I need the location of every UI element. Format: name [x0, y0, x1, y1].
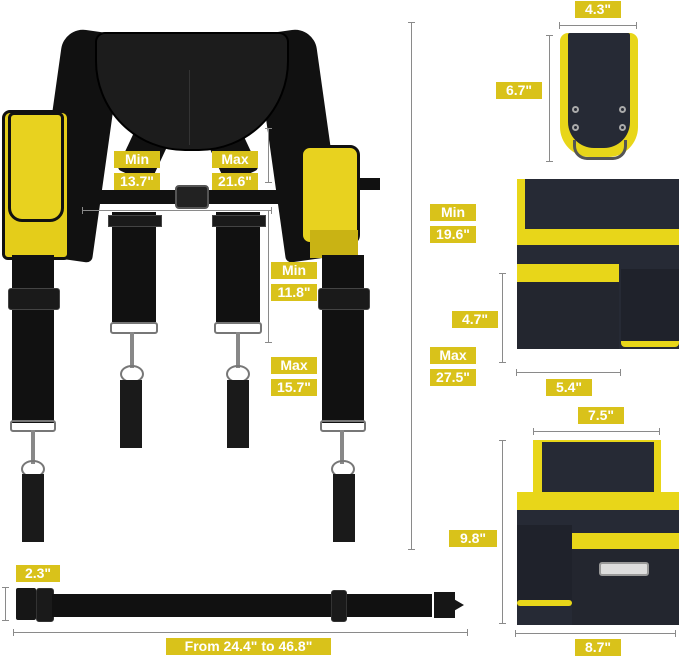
small-pouch-front-band	[517, 264, 619, 282]
side-strap-left-slider	[8, 288, 60, 310]
small-pouch-width-line	[516, 369, 621, 376]
side-strap-left	[12, 255, 54, 423]
loop-tab-2	[227, 380, 249, 448]
chest-width-line	[82, 207, 272, 214]
clip-hook-3	[31, 430, 35, 464]
chest-min-value: 13.7"	[114, 173, 160, 190]
small-pouch-pen-pocket	[621, 269, 679, 347]
clip-hook-4	[340, 430, 344, 464]
large-pouch-height-label: 9.8"	[449, 530, 497, 547]
belt-keeper-right	[331, 590, 347, 622]
belt-height-label: 2.3"	[16, 565, 60, 582]
suspender-illustration	[0, 0, 380, 560]
large-pouch-top-width-line	[533, 428, 660, 435]
hammer-loop	[573, 140, 627, 160]
belt-buckle-female	[16, 588, 36, 620]
length-min-label: Min	[271, 262, 317, 279]
large-pouch-magnet-clip	[599, 562, 649, 576]
strap-length-line-lower	[265, 210, 272, 343]
chest-min-label: Min	[114, 151, 160, 168]
length-min-value: 11.8"	[271, 284, 317, 301]
right-pocket-base	[310, 230, 358, 258]
chest-max-label: Max	[212, 151, 258, 168]
total-min-value: 19.6"	[430, 226, 476, 243]
loop-tab-3	[22, 474, 44, 542]
left-pocket-flap	[8, 112, 64, 222]
hammer-holder-rivet-2	[619, 106, 626, 113]
length-max-value: 15.7"	[271, 379, 317, 396]
small-pouch-top-band	[517, 229, 679, 245]
large-pouch-height-line	[499, 440, 506, 624]
large-pouch-front-band	[572, 533, 679, 549]
belt-length-label: From 24.4" to 46.8"	[166, 638, 331, 655]
front-strap-left	[112, 212, 156, 322]
hammer-holder-height-label: 6.7"	[496, 82, 542, 99]
side-strap-right-slider	[318, 288, 370, 310]
total-max-label: Max	[430, 347, 476, 364]
large-pouch-pen-trim	[517, 600, 572, 606]
right-pocket	[300, 145, 360, 245]
hammer-holder-rivet-4	[619, 124, 626, 131]
belt-length-line	[13, 629, 468, 636]
side-strap-right	[322, 255, 364, 423]
hammer-holder-width-label: 4.3"	[575, 1, 621, 18]
large-pouch-top-band	[517, 492, 679, 510]
large-pouch-bottom-width-line	[515, 630, 676, 637]
length-max-label: Max	[271, 357, 317, 374]
clip-hook-1	[130, 332, 134, 368]
mesh-pad	[95, 32, 289, 151]
large-pouch-top-width-label: 7.5"	[578, 407, 624, 424]
large-pouch-front	[572, 549, 679, 625]
belt	[16, 588, 468, 622]
hammer-holder-rivet-3	[572, 124, 579, 131]
clip-hook-2	[236, 332, 240, 368]
chest-strap-right-end	[358, 178, 380, 190]
belt-buckle-male	[434, 592, 464, 618]
mesh-seam	[189, 70, 190, 145]
belt-height-line	[2, 587, 9, 621]
small-pouch-height-label: 4.7"	[452, 311, 498, 328]
total-min-label: Min	[430, 204, 476, 221]
large-pouch	[517, 440, 679, 625]
total-height-line	[408, 22, 415, 550]
front-strap-right-slider	[212, 215, 266, 227]
small-pouch-width-label: 5.4"	[546, 379, 592, 396]
small-pouch-back-panel	[525, 179, 679, 229]
strap-length-line	[265, 128, 272, 183]
small-pouch-front	[517, 282, 619, 349]
front-strap-right	[216, 212, 260, 322]
hammer-holder-rivet-1	[572, 106, 579, 113]
large-pouch-bottom-width-label: 8.7"	[575, 639, 621, 656]
total-max-value: 27.5"	[430, 369, 476, 386]
chest-buckle	[175, 185, 209, 209]
hammer-holder-height-line	[546, 35, 553, 162]
large-pouch-pen-pocket	[517, 525, 572, 605]
chest-max-value: 21.6"	[212, 173, 258, 190]
small-pouch	[517, 179, 679, 349]
hammer-holder-width-line	[559, 22, 637, 29]
clip-ring-1	[110, 322, 158, 334]
small-pouch-height-line	[499, 273, 506, 363]
loop-tab-4	[333, 474, 355, 542]
large-pouch-back-panel	[542, 442, 654, 492]
loop-tab-1	[120, 380, 142, 448]
front-strap-left-slider	[108, 215, 162, 227]
belt-strap	[52, 594, 432, 617]
